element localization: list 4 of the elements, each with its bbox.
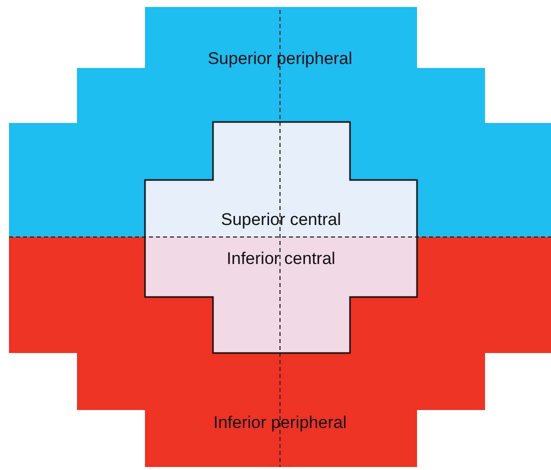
region-label: Superior central <box>220 210 341 229</box>
region-label: Inferior central <box>226 249 336 268</box>
region-label: Superior peripheral <box>208 49 352 68</box>
region-label: Inferior peripheral <box>213 413 347 432</box>
